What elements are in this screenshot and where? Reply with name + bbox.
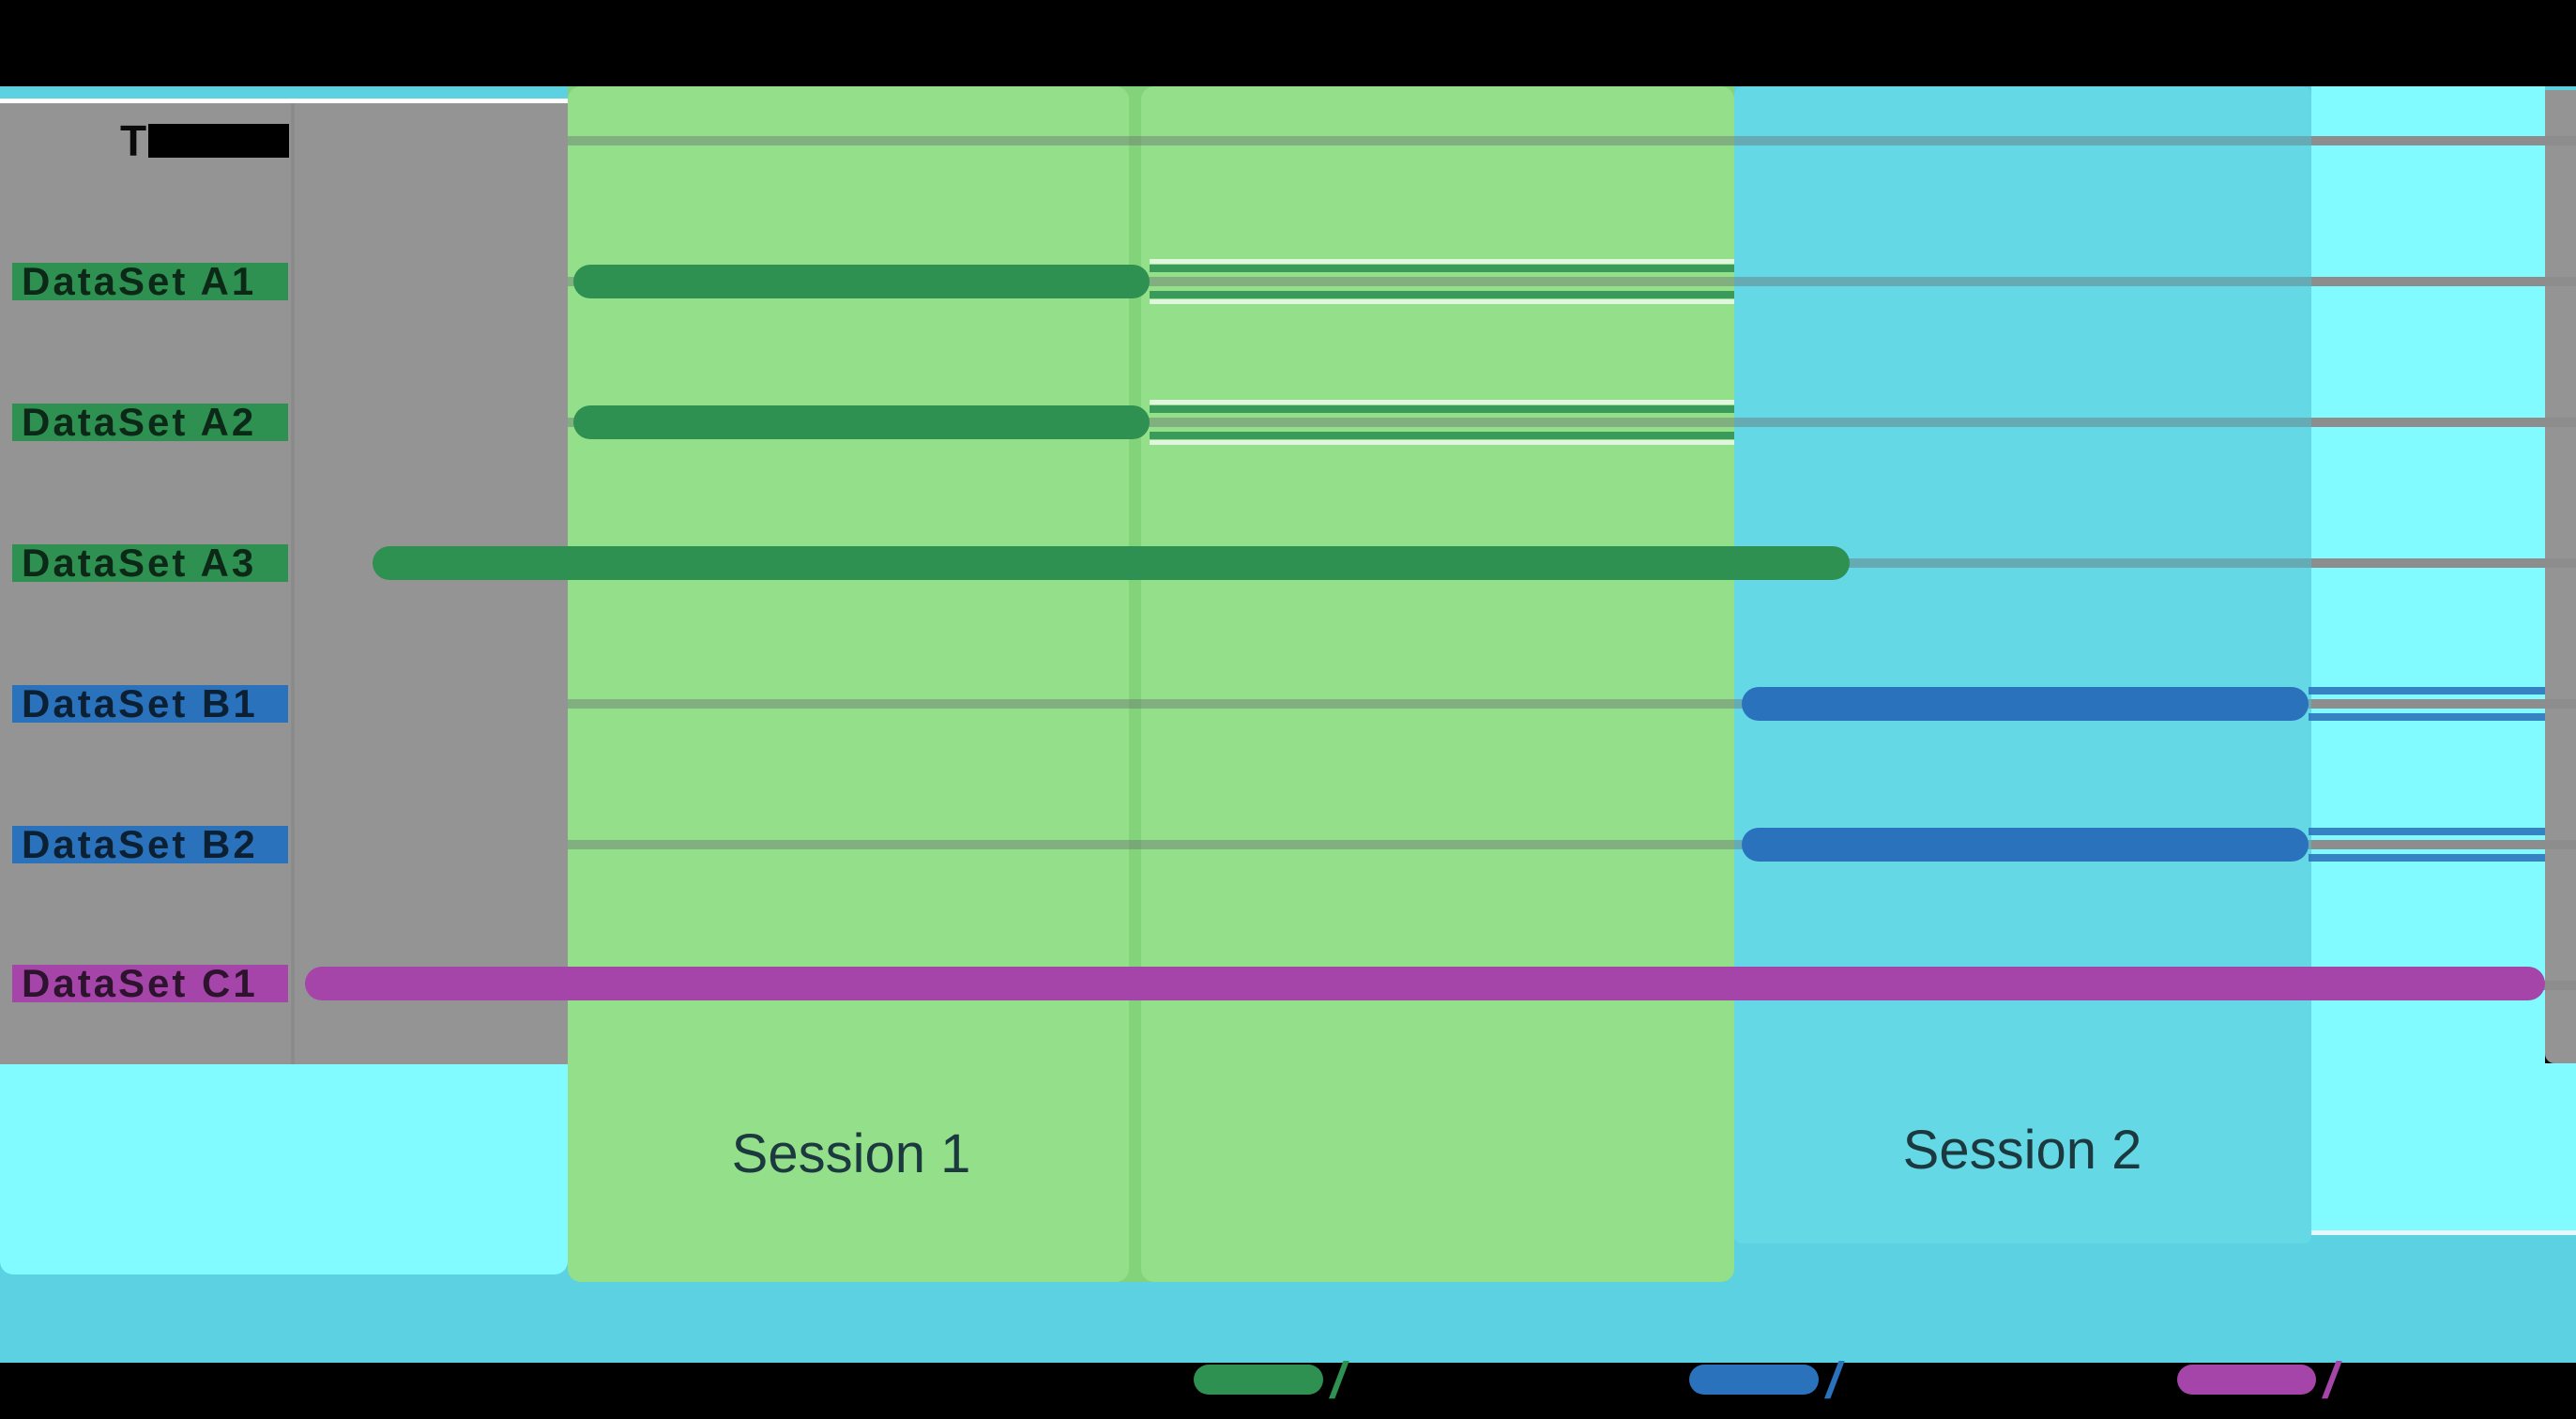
legend-swatch-1 — [1689, 1365, 1819, 1395]
legend-slash-0: / — [1331, 1352, 1346, 1409]
left-bright-cyan-band — [0, 1064, 568, 1274]
gantt-bar-dataset-a1 — [573, 265, 1150, 298]
gantt-bar-dataset-a3 — [373, 546, 1850, 580]
plot-gray-background — [0, 103, 568, 1064]
task-header-visible-letter: T — [120, 116, 147, 165]
gantt-bar-dataset-b1 — [1742, 687, 2309, 721]
row-gridline-right — [2311, 418, 2576, 427]
right-gray-strip — [2545, 90, 2576, 1063]
row-gridline-right — [2311, 840, 2576, 849]
bar-ghost-bottom-edge — [1150, 432, 1734, 439]
session2-band — [1734, 86, 2311, 1244]
row-label-dataset-b1: DataSet B1 — [12, 685, 288, 723]
gantt-bar-dataset-a2 — [573, 405, 1150, 439]
bar-ghost-white-bottom — [1150, 440, 1734, 445]
gantt-bar-dataset-c1 — [305, 967, 2545, 1000]
bar-ghost-top-edge — [2309, 687, 2545, 694]
axis-divider-line — [291, 103, 295, 1064]
row-gridline-left — [568, 136, 2311, 145]
row-label-dataset-a1: DataSet A1 — [12, 263, 288, 300]
row-gridline-left — [568, 277, 2311, 286]
bar-ghost-bottom-edge — [2309, 854, 2545, 862]
bar-ghost-bottom-edge — [1150, 291, 1734, 298]
row-gridline-right — [2311, 699, 2576, 709]
bar-ghost-white-top — [1150, 400, 1734, 404]
session1-title: Session 1 — [731, 1123, 971, 1184]
bar-ghost-top-edge — [2309, 828, 2545, 835]
row-gridline-left — [568, 840, 2311, 849]
legend-slash-2: / — [2324, 1352, 2339, 1409]
bar-ghost-top-edge — [1150, 265, 1734, 272]
gantt-bar-dataset-b2 — [1742, 828, 2309, 862]
bar-ghost-white-top — [1150, 259, 1734, 264]
row-gridline-left — [568, 418, 2311, 427]
row-label-dataset-a3: DataSet A3 — [12, 544, 288, 582]
session1-band-right-block — [1141, 86, 1734, 1282]
right-strip-bottom-bright — [2545, 1063, 2576, 1230]
legend-swatch-0 — [1194, 1365, 1323, 1395]
bar-ghost-top-edge — [1150, 405, 1734, 413]
legend-swatch-2 — [2177, 1365, 2316, 1395]
row-label-dataset-c1: DataSet C1 — [12, 965, 288, 1002]
bar-ghost-white-bottom — [1150, 299, 1734, 304]
session2-title: Session 2 — [1902, 1120, 2142, 1181]
row-gridline-left — [568, 699, 2311, 709]
row-gridline-right — [2311, 136, 2576, 145]
legend-slash-1: / — [1826, 1352, 1841, 1409]
right-bright-cyan-band — [2311, 86, 2545, 1230]
row-label-dataset-a2: DataSet A2 — [12, 404, 288, 441]
row-gridline-right — [2311, 277, 2576, 286]
top-white-line — [0, 99, 568, 103]
row-gridline-right — [2311, 558, 2576, 568]
right-band-bottom-hairline — [2311, 1230, 2576, 1235]
row-label-dataset-b2: DataSet B2 — [12, 826, 288, 863]
bar-ghost-bottom-edge — [2309, 713, 2545, 721]
task-header-redaction-box — [148, 124, 289, 158]
